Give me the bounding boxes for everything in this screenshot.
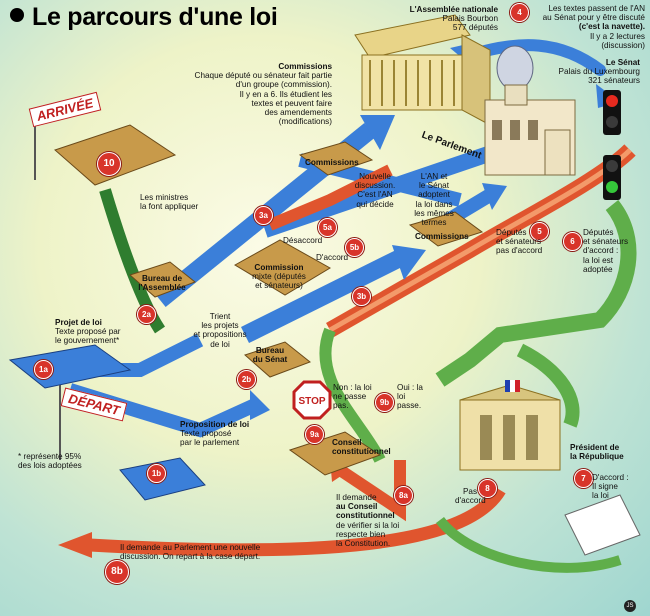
label-an-senat-adoptent: L'AN et le Sénat adoptent la loi dans le… xyxy=(414,172,454,227)
step-8a: 8a xyxy=(394,486,413,505)
step-1b: 1b xyxy=(147,464,166,483)
label-senat: Le Sénat Palais du Luxembourg 321 sénate… xyxy=(558,58,640,86)
step-5a: 5a xyxy=(318,218,337,237)
label-daccord: D'accord xyxy=(316,253,349,262)
page-title: Le parcours d'une loi xyxy=(10,3,278,32)
label-commissions-info: Commissions Chaque député ou sénateur fa… xyxy=(194,62,332,127)
title-bullet-icon xyxy=(10,8,24,22)
label-ministres: Les ministres la font appliquer xyxy=(140,193,199,212)
table-bureau-senat xyxy=(244,341,311,378)
label-trient: Trient les projets et propositions de lo… xyxy=(193,312,247,349)
label-deputes-accord: Députés et sénateurs d'accord : la loi e… xyxy=(583,228,629,274)
green-road-president xyxy=(516,343,580,428)
label-non-passe: Non : la loi ne passe pas. xyxy=(333,383,372,411)
blue-arrow-3b-head xyxy=(392,245,426,280)
label-commission-mixte: Commission mixte (députés et sénateurs) xyxy=(252,263,306,291)
label-navette: Les textes passent de l'AN au Sénat pour… xyxy=(542,4,645,50)
step-9a: 9a xyxy=(305,425,324,444)
step-6: 6 xyxy=(563,232,582,251)
stop-sign-icon: STOP xyxy=(292,380,332,420)
blue-arrow-2a-head xyxy=(360,115,395,150)
label-note: * représente 95% des lois adoptées xyxy=(18,452,82,471)
label-desaccord: Désaccord xyxy=(283,236,323,245)
green-road-conseil xyxy=(319,327,386,463)
senat-building xyxy=(484,45,576,176)
label-conseil-verification: Il demande au Conseil constitutionnel de… xyxy=(336,493,400,548)
green-road-adoptee xyxy=(435,200,637,387)
step-2b: 2b xyxy=(237,370,256,389)
traffic-light-green xyxy=(603,155,621,200)
footer-mark: JS xyxy=(624,600,636,612)
table-bureau-an xyxy=(129,261,196,298)
label-parlement-nouvelle: Il demande au Parlement une nouvelle dis… xyxy=(120,543,261,562)
stop-text: STOP xyxy=(298,396,325,407)
assemblee-building xyxy=(354,14,491,126)
label-commissions-mid: Commissions xyxy=(415,232,469,241)
table-commission-mixte xyxy=(234,239,331,296)
label-conseil: Conseil constitutionnel xyxy=(332,438,391,457)
step-7: 7 xyxy=(574,469,593,488)
step-5b: 5b xyxy=(345,238,364,257)
step-2a: 2a xyxy=(137,305,156,324)
label-commissions-top: Commissions xyxy=(305,158,359,167)
table-projet xyxy=(8,344,132,389)
label-nouvelle-discussion: Nouvelle discussion. C'est l'AN qui déci… xyxy=(354,172,396,209)
step-3b: 3b xyxy=(352,287,371,306)
traffic-light-red xyxy=(603,90,621,135)
label-proposition: Proposition de loi Texte proposé par le … xyxy=(180,420,250,448)
label-bureau-an: Bureau de l'Assemblée xyxy=(138,274,186,293)
red-arrow-desaccord xyxy=(267,164,393,231)
step-9b: 9b xyxy=(375,393,394,412)
red-arrow-8a xyxy=(336,460,406,522)
green-road-bottom xyxy=(436,516,622,573)
step-3a: 3a xyxy=(254,206,273,225)
step-5: 5 xyxy=(530,222,549,241)
step-1a: 1a xyxy=(34,360,53,379)
label-assemblee: L'Assemblée nationale Palais Bourbon 577… xyxy=(409,5,498,33)
step-8b: 8b xyxy=(105,560,129,584)
label-signe: D'accord : Il signe la loi xyxy=(592,473,629,501)
elysee-building xyxy=(459,380,561,471)
label-bureau-senat: Bureau du Sénat xyxy=(252,346,288,365)
label-deputes-pas-accord: Députés et sénateurs pas d'accord xyxy=(496,228,543,256)
step-4: 4 xyxy=(510,3,529,22)
label-pas-accord: Pas d'accord xyxy=(455,487,486,506)
red-arrow-8b xyxy=(89,486,506,557)
label-projet-de-loi: Projet de loi Texte proposé par le gouve… xyxy=(55,318,121,346)
table-commissions-top xyxy=(298,141,374,176)
blue-arrow-3b xyxy=(240,249,405,344)
label-oui-passe: Oui : la loi passe. xyxy=(397,383,423,411)
table-commissions-mid xyxy=(408,211,484,247)
step-8: 8 xyxy=(478,479,497,498)
step-10: 10 xyxy=(97,152,121,176)
president-paper xyxy=(564,494,641,556)
label-president: Président de la République xyxy=(570,443,624,462)
